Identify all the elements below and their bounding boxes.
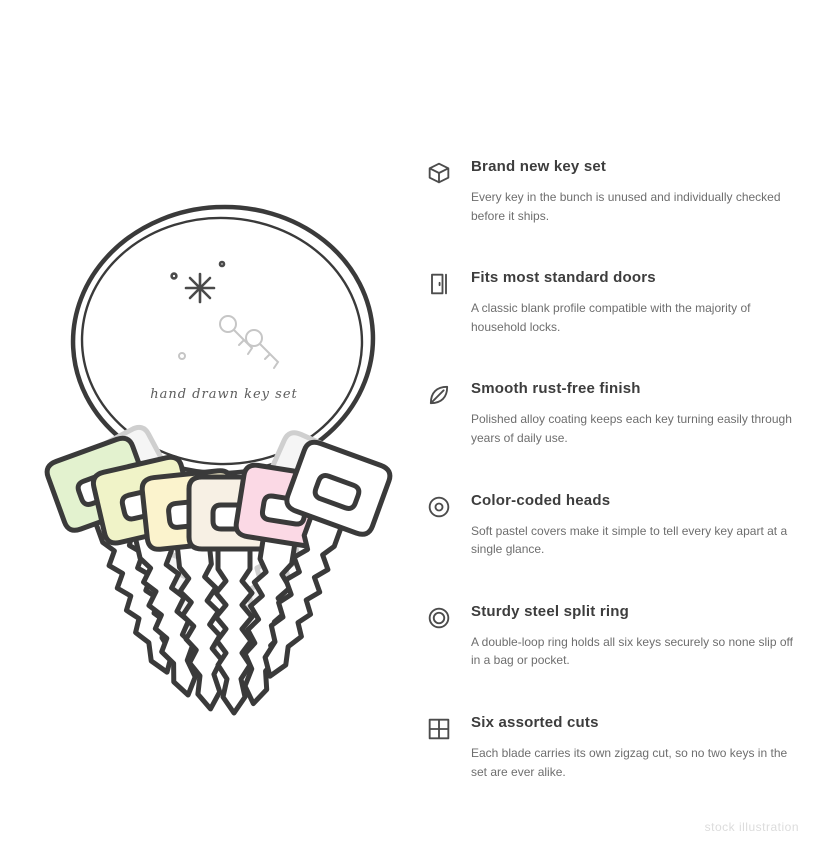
feature-description: A double-loop ring holds all six keys se… xyxy=(471,634,793,668)
feature-item: Six assorted cuts Each blade carries its… xyxy=(425,714,797,781)
feature-description: Polished alloy coating keeps each key tu… xyxy=(471,412,792,445)
feature-title: Sturdy steel split ring xyxy=(471,602,629,620)
feature-item: Sturdy steel split ring A double-loop ri… xyxy=(425,603,797,670)
feature-item: Brand new key set Every key in the bunch… xyxy=(425,158,797,225)
feature-title: Fits most standard doors xyxy=(471,269,656,287)
sparkle-icon xyxy=(170,260,226,304)
feature-item: Fits most standard doors A classic blank… xyxy=(425,269,797,336)
target-icon xyxy=(425,493,453,521)
feature-text: Color-coded heads Soft pastel covers mak… xyxy=(471,492,793,559)
keyring-illustration: hand drawn key set xyxy=(22,188,432,793)
feature-title: Brand new key set xyxy=(471,158,607,175)
leaf-icon xyxy=(425,381,453,409)
mini-key-doodle xyxy=(178,315,280,369)
feature-description: Every key in the bunch is unused and ind… xyxy=(471,190,781,223)
feature-list: Brand new key set Every key in the bunch… xyxy=(425,158,797,781)
feature-title: Color-coded heads xyxy=(471,491,611,509)
feature-description: A classic blank profile compatible with … xyxy=(471,301,751,334)
feature-item: Color-coded heads Soft pastel covers mak… xyxy=(425,492,797,559)
feature-text: Smooth rust-free finish Polished alloy c… xyxy=(471,380,793,447)
feature-description: Soft pastel covers make it simple to tel… xyxy=(471,523,788,557)
feature-text: Fits most standard doors A classic blank… xyxy=(471,269,793,336)
grid-icon xyxy=(425,715,453,743)
ring-icon xyxy=(425,604,453,632)
feature-text: Sturdy steel split ring A double-loop ri… xyxy=(471,603,793,670)
feature-text: Brand new key set Every key in the bunch… xyxy=(471,158,793,225)
watermark: stock illustration xyxy=(704,820,799,834)
feature-text: Six assorted cuts Each blade carries its… xyxy=(471,714,793,781)
illustration-caption: hand drawn key set xyxy=(150,387,298,402)
box-icon xyxy=(425,159,453,187)
feature-description: Each blade carries its own zigzag cut, s… xyxy=(471,745,788,779)
door-icon xyxy=(425,270,453,298)
feature-title: Smooth rust-free finish xyxy=(471,380,641,398)
feature-item: Smooth rust-free finish Polished alloy c… xyxy=(425,380,797,447)
feature-title: Six assorted cuts xyxy=(471,713,599,731)
